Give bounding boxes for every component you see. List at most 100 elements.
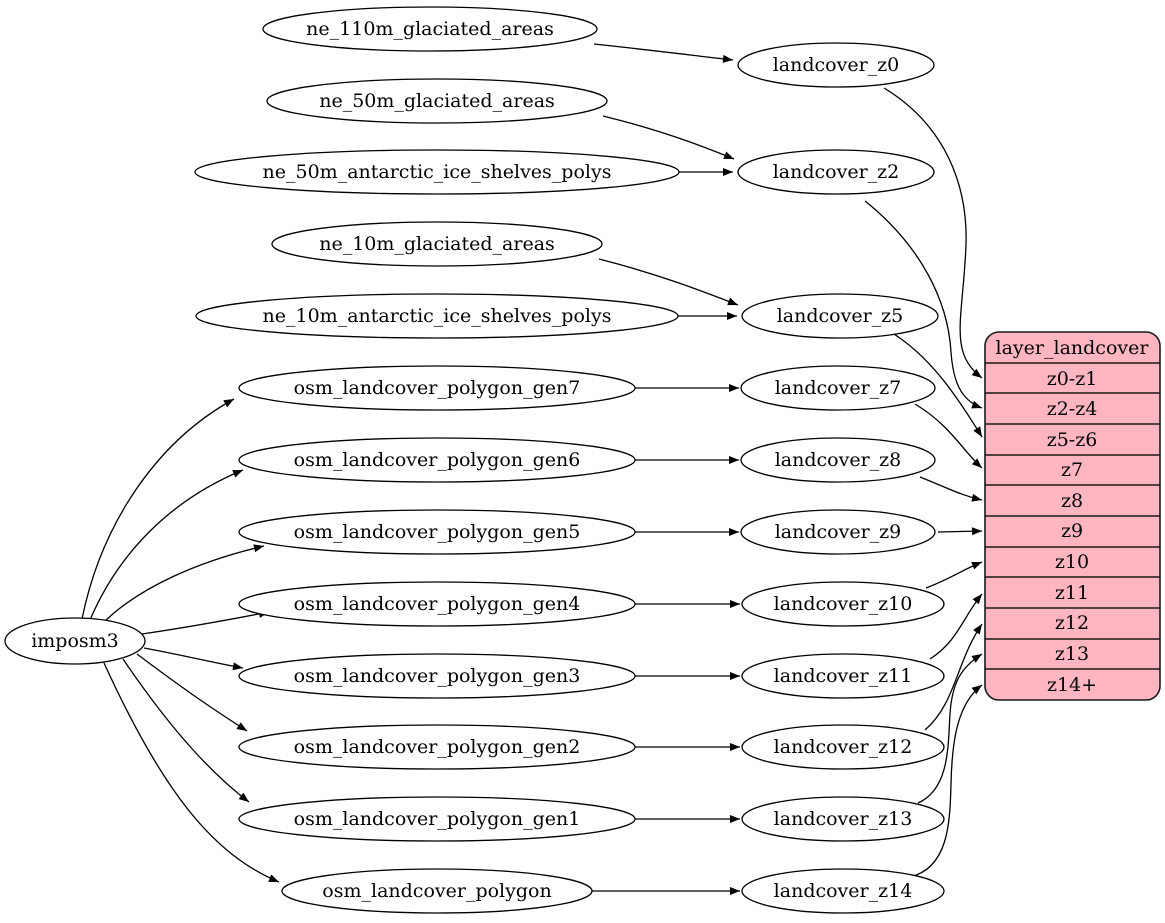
table-row-z11: z11	[1055, 582, 1089, 604]
edge-landcover-z10-to-row-z10	[925, 561, 983, 589]
node-label: landcover_z9	[775, 521, 902, 543]
node-osm-landcover-polygon-gen1: osm_landcover_polygon_gen1	[238, 796, 636, 842]
node-imposm3: imposm3	[4, 617, 146, 665]
node-landcover-z13: landcover_z13	[741, 796, 945, 842]
node-ellipse	[262, 6, 598, 52]
node-label: landcover_z5	[777, 305, 904, 327]
node-ellipse	[737, 42, 935, 88]
node-label: ne_10m_glaciated_areas	[319, 233, 555, 255]
edge-landcover-z0-to-row-z0-z1	[883, 87, 983, 379]
table-row-z14plus: z14+	[1047, 674, 1097, 696]
edge-imposm3-to-osm-landcover-polygon	[103, 662, 280, 883]
table-layer-landcover: layer_landcover z0-z1 z2-z4 z5-z6 z7 z8 …	[984, 331, 1161, 701]
node-label: landcover_z14	[774, 880, 913, 902]
edge-ne-10m-glaciated-areas-to-landcover-z5	[598, 258, 739, 306]
edge-landcover-z14-to-row-z14plus	[909, 684, 983, 878]
edge-ne-50m-glaciated-areas-to-landcover-z2	[602, 115, 735, 160]
table-row-z8: z8	[1061, 490, 1083, 512]
node-label: osm_landcover_polygon	[322, 880, 551, 902]
node-ellipse	[740, 437, 936, 483]
node-label: landcover_z7	[775, 377, 902, 399]
node-osm-landcover-polygon-gen4: osm_landcover_polygon_gen4	[238, 581, 636, 627]
node-label: ne_110m_glaciated_areas	[306, 18, 554, 40]
node-label: osm_landcover_polygon_gen6	[294, 449, 581, 471]
node-ne-10m-antarctic-ice-shelves-polys: ne_10m_antarctic_ice_shelves_polys	[195, 293, 679, 339]
node-osm-landcover-polygon-gen6: osm_landcover_polygon_gen6	[238, 437, 636, 483]
table-row-z9: z9	[1061, 520, 1083, 542]
node-label: ne_50m_antarctic_ice_shelves_polys	[263, 161, 612, 183]
node-ellipse	[741, 796, 945, 842]
node-landcover-z5: landcover_z5	[741, 293, 939, 339]
node-landcover-z10: landcover_z10	[741, 581, 945, 627]
node-ellipse	[238, 581, 636, 627]
node-label: osm_landcover_polygon_gen3	[294, 665, 581, 687]
edge-imposm3-to-gen4	[141, 609, 270, 635]
node-landcover-z7: landcover_z7	[740, 365, 936, 411]
node-label: osm_landcover_polygon_gen2	[294, 736, 581, 758]
node-landcover-z0: landcover_z0	[737, 42, 935, 88]
node-ellipse	[195, 293, 679, 339]
node-osm-landcover-polygon-gen7: osm_landcover_polygon_gen7	[238, 365, 636, 411]
node-ellipse	[238, 437, 636, 483]
node-ellipse	[238, 365, 636, 411]
edge-landcover-z12-to-row-z12	[924, 623, 983, 731]
table-row-z12: z12	[1055, 612, 1089, 634]
edge-imposm3-to-gen6	[89, 469, 244, 621]
table-row-z2-z4: z2-z4	[1047, 398, 1098, 420]
node-landcover-z9: landcover_z9	[740, 509, 936, 555]
node-landcover-z2: landcover_z2	[737, 149, 935, 195]
edge-landcover-z13-to-row-z13	[917, 653, 983, 804]
edge-imposm3-to-gen2	[136, 653, 248, 732]
node-label: landcover_z10	[774, 593, 913, 615]
table-row-z7: z7	[1061, 459, 1083, 481]
node-ellipse	[741, 724, 945, 770]
edge-landcover-z9-to-row-z9	[937, 527, 983, 536]
node-osm-landcover-polygon-gen3: osm_landcover_polygon_gen3	[238, 653, 636, 699]
node-osm-landcover-polygon: osm_landcover_polygon	[281, 868, 593, 914]
node-ellipse	[238, 724, 636, 770]
node-landcover-z11: landcover_z11	[741, 653, 945, 699]
edge-imposm3-to-gen1	[122, 658, 250, 803]
node-ne-10m-glaciated-areas: ne_10m_glaciated_areas	[271, 221, 603, 267]
node-ne-50m-antarctic-ice-shelves-polys: ne_50m_antarctic_ice_shelves_polys	[194, 149, 680, 195]
node-landcover-z14: landcover_z14	[741, 868, 945, 914]
table-row-z10: z10	[1055, 551, 1089, 573]
node-ellipse	[741, 868, 945, 914]
node-ne-110m-glaciated-areas: ne_110m_glaciated_areas	[262, 6, 598, 52]
edge-ne-110m-glaciated-areas-to-landcover-z0	[593, 43, 734, 63]
node-landcover-z8: landcover_z8	[740, 437, 936, 483]
edge-landcover-z7-to-row-z7	[914, 403, 983, 469]
table-row-z13: z13	[1055, 643, 1089, 665]
table-title: layer_landcover	[996, 337, 1150, 359]
edge-imposm3-to-gen7	[81, 398, 235, 620]
node-ellipse	[740, 365, 936, 411]
node-label: ne_10m_antarctic_ice_shelves_polys	[263, 305, 612, 327]
node-ellipse	[194, 149, 680, 195]
edge-landcover-z8-to-row-z8	[919, 476, 983, 502]
node-label: landcover_z11	[774, 665, 913, 687]
node-ne-50m-glaciated-areas: ne_50m_glaciated_areas	[266, 78, 608, 124]
edge-landcover-z5-to-row-z5-z6	[888, 330, 983, 438]
node-label: osm_landcover_polygon_gen4	[294, 593, 581, 615]
node-label: landcover_z0	[773, 54, 900, 76]
node-label: osm_landcover_polygon_gen7	[294, 377, 581, 399]
node-label: osm_landcover_polygon_gen5	[294, 521, 581, 543]
node-landcover-z12: landcover_z12	[741, 724, 945, 770]
node-label: ne_50m_glaciated_areas	[319, 90, 555, 112]
table-row-z0-z1: z0-z1	[1047, 368, 1098, 390]
edges-layer	[81, 43, 983, 895]
edge-imposm3-to-gen5	[100, 544, 265, 626]
node-label: osm_landcover_polygon_gen1	[294, 808, 581, 830]
node-label: landcover_z8	[775, 449, 902, 471]
node-label: landcover_z2	[773, 161, 900, 183]
table-row-z5-z6: z5-z6	[1047, 429, 1098, 451]
node-ellipse	[238, 509, 636, 555]
node-ellipse	[741, 293, 939, 339]
node-ellipse	[740, 509, 936, 555]
node-ellipse	[271, 221, 603, 267]
node-ellipse	[4, 617, 146, 665]
node-ellipse	[281, 868, 593, 914]
node-osm-landcover-polygon-gen5: osm_landcover_polygon_gen5	[238, 509, 636, 555]
